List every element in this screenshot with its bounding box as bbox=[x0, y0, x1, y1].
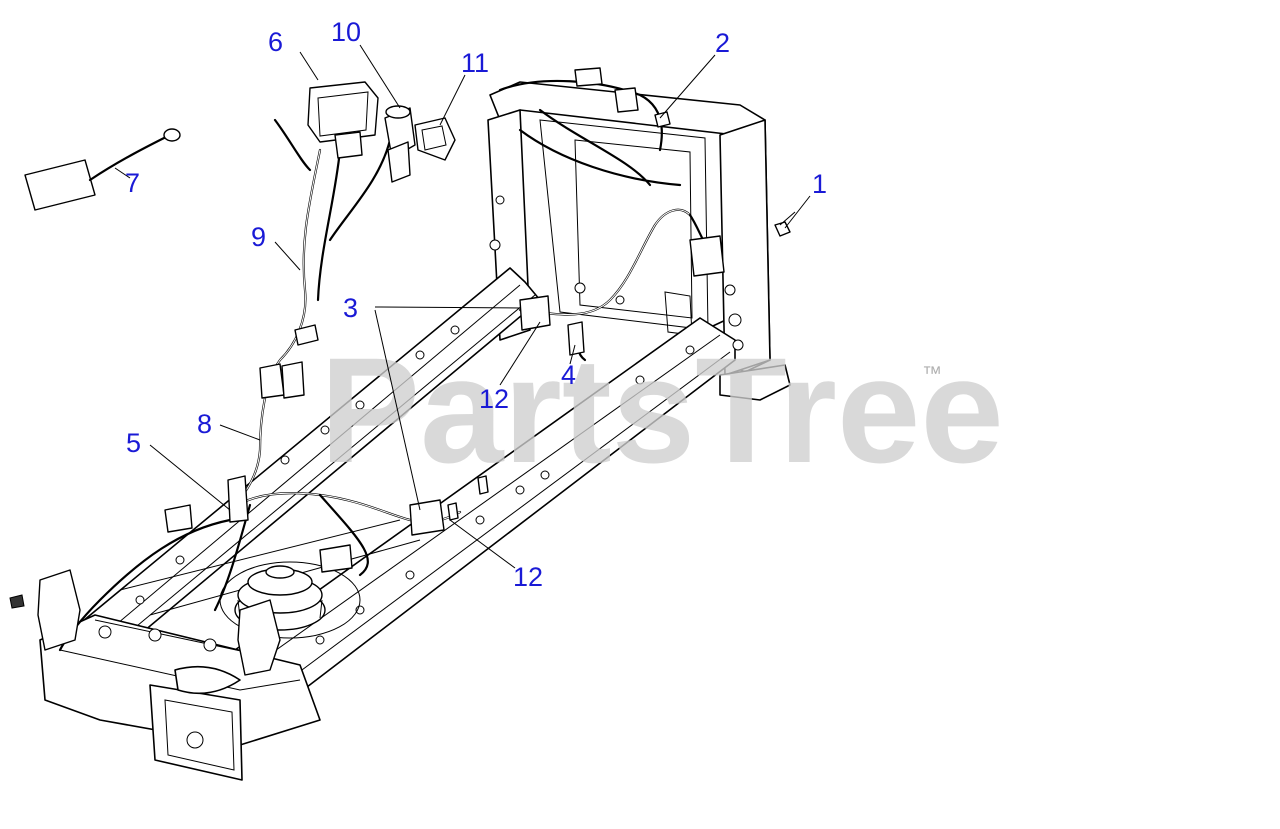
callout-4: 4 bbox=[561, 360, 576, 390]
callouts: 1 2 3 4 5 6 7 8 9 10 11 12 12 bbox=[125, 17, 827, 592]
inline-connectors bbox=[227, 67, 725, 573]
callout-7: 7 bbox=[125, 168, 140, 198]
switch bbox=[414, 117, 456, 161]
callout-5: 5 bbox=[126, 428, 141, 458]
fuse-holder bbox=[24, 128, 181, 211]
watermark-logo: PartsTree bbox=[320, 326, 1004, 494]
callout-12-upper: 12 bbox=[479, 384, 509, 414]
callout-11: 11 bbox=[461, 48, 489, 78]
callout-9: 9 bbox=[251, 222, 266, 252]
callout-3: 3 bbox=[343, 293, 358, 323]
harness-plug bbox=[384, 105, 416, 183]
callout-8: 8 bbox=[197, 409, 212, 439]
control-module bbox=[307, 81, 379, 159]
callout-10: 10 bbox=[331, 17, 361, 47]
watermark-trademark: ™ bbox=[922, 363, 942, 385]
front-seat-switches bbox=[9, 504, 281, 676]
leader-lines bbox=[114, 44, 811, 569]
callout-6: 6 bbox=[268, 27, 283, 57]
callout-12-lower: 12 bbox=[513, 562, 543, 592]
callout-2: 2 bbox=[715, 28, 730, 58]
callout-1: 1 bbox=[812, 169, 827, 199]
hardware bbox=[447, 111, 796, 521]
tractor-frame bbox=[39, 81, 791, 781]
